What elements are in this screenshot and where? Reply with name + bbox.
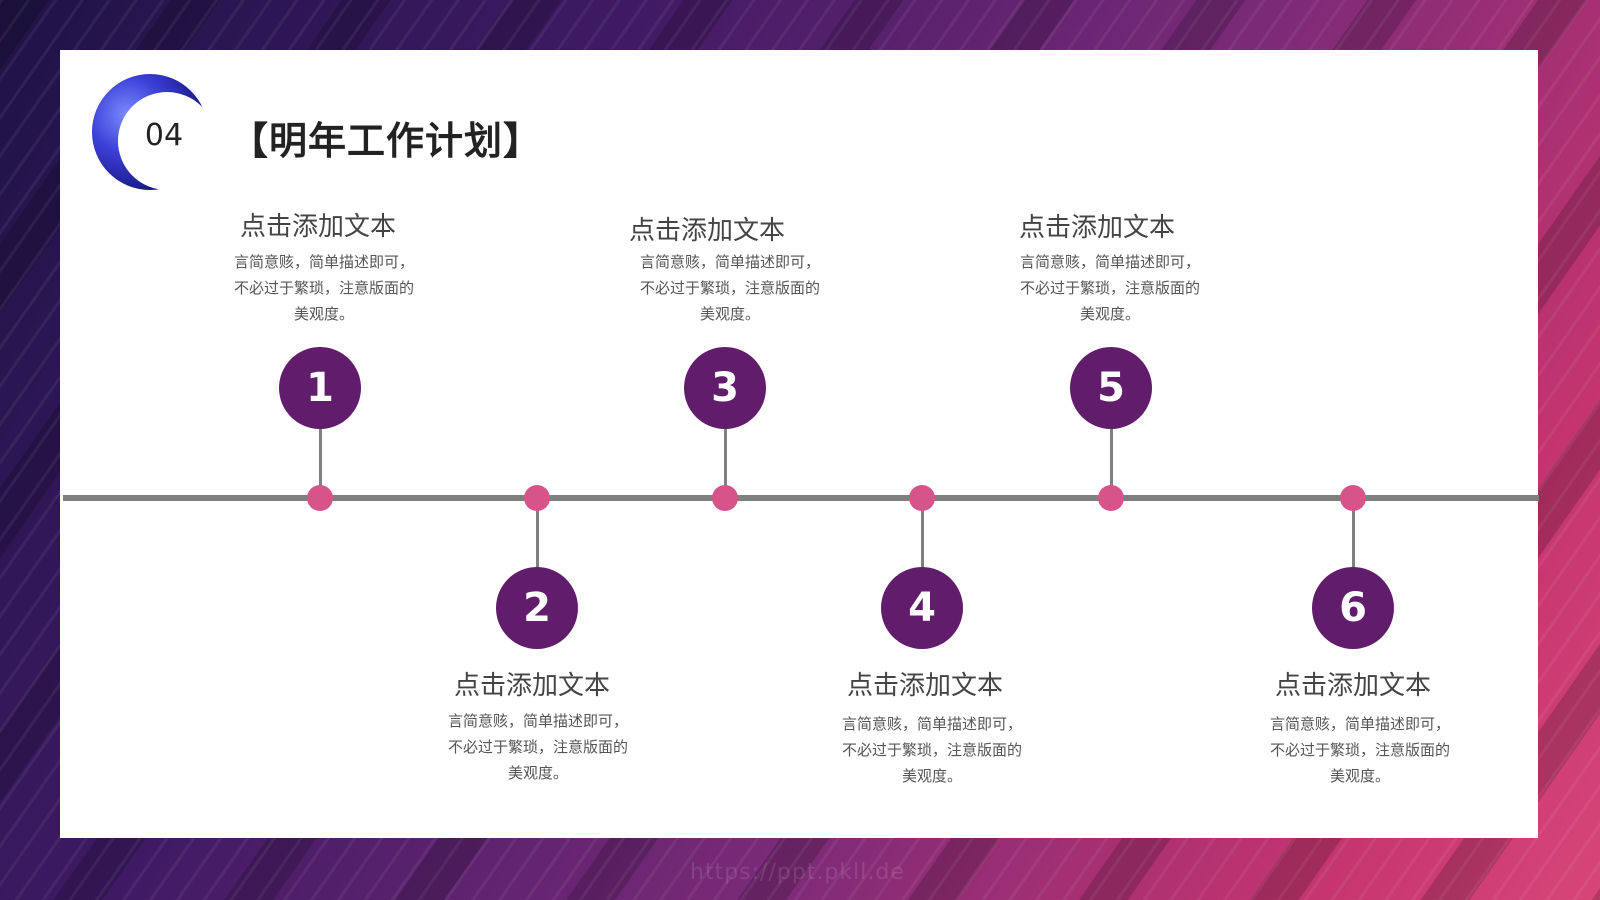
step-4-heading: 点击添加文本	[795, 665, 1055, 702]
step-1-heading: 点击添加文本	[188, 206, 448, 243]
page-title: 【明年工作计划】	[230, 110, 542, 165]
step-1-dot	[307, 485, 333, 511]
step-6-circle: 6	[1312, 567, 1394, 649]
step-5-circle: 5	[1070, 347, 1152, 429]
step-4-circle: 4	[881, 567, 963, 649]
step-3-description: 言简意赅，简单描述即可，不必过于繁琐，注意版面的美观度。	[615, 249, 845, 327]
step-2-heading: 点击添加文本	[402, 665, 662, 702]
watermark: https://ppt.pkll.de	[690, 860, 905, 885]
step-2-circle: 2	[496, 567, 578, 649]
step-4-description: 言简意赅，简单描述即可，不必过于繁琐，注意版面的美观度。	[817, 711, 1047, 789]
step-6-dot	[1340, 485, 1366, 511]
step-2-description: 言简意赅，简单描述即可，不必过于繁琐，注意版面的美观度。	[423, 708, 653, 786]
step-3-circle: 3	[684, 347, 766, 429]
step-1-description: 言简意赅，简单描述即可，不必过于繁琐，注意版面的美观度。	[209, 249, 439, 327]
step-6-heading: 点击添加文本	[1223, 665, 1483, 702]
step-2-dot	[524, 485, 550, 511]
step-6-description: 言简意赅，简单描述即可，不必过于繁琐，注意版面的美观度。	[1245, 711, 1475, 789]
step-3-dot	[712, 485, 738, 511]
section-number: 04	[118, 118, 210, 153]
step-5-dot	[1098, 485, 1124, 511]
step-5-heading: 点击添加文本	[967, 207, 1227, 244]
step-4-dot	[909, 485, 935, 511]
step-1-circle: 1	[279, 347, 361, 429]
step-5-description: 言简意赅，简单描述即可，不必过于繁琐，注意版面的美观度。	[995, 249, 1225, 327]
step-3-heading: 点击添加文本	[577, 210, 837, 247]
timeline-axis	[63, 495, 1539, 501]
